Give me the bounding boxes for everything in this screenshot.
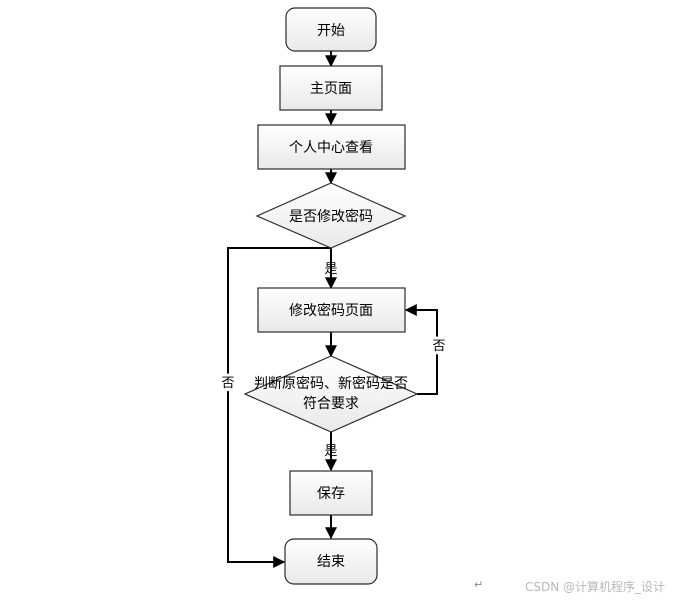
node-end-label: 结束 — [317, 554, 345, 570]
edges — [227, 51, 438, 568]
node-end: 结束 — [284, 538, 378, 585]
node-home: 主页面 — [279, 65, 383, 111]
edge-label-modify-yes: 是 — [324, 262, 337, 277]
csdn-watermark: CSDN @计算机程序_设计 — [525, 579, 665, 594]
node-profile: 个人中心查看 — [257, 124, 406, 170]
node-save-label: 保存 — [317, 486, 345, 502]
edge-decision-no-to-end — [227, 247, 331, 568]
node-validate-label-line1: 判断原密码、新密码是否 — [254, 375, 408, 392]
node-modify-page-label: 修改密码页面 — [289, 302, 373, 319]
edge-label-modify-no: 否 — [221, 376, 234, 391]
node-profile-label: 个人中心查看 — [289, 140, 373, 156]
node-start-label: 开始 — [317, 23, 345, 39]
node-save: 保存 — [289, 470, 373, 516]
node-start: 开始 — [285, 7, 377, 52]
paragraph-return-mark: ↵ — [474, 578, 483, 591]
node-validate: 判断原密码、新密码是否 符合要求 — [243, 355, 419, 433]
node-modify-page: 修改密码页面 — [257, 287, 406, 333]
node-decide-modify-label: 是否修改密码 — [289, 208, 373, 225]
node-home-label: 主页面 — [310, 81, 352, 97]
edge-validate-no-loop-back — [404, 304, 438, 395]
edge-label-validate-yes: 是 — [324, 444, 337, 459]
node-decide-modify: 是否修改密码 — [255, 182, 407, 249]
edge-label-validate-no: 否 — [432, 339, 445, 354]
node-validate-label-line2: 符合要求 — [303, 396, 359, 412]
